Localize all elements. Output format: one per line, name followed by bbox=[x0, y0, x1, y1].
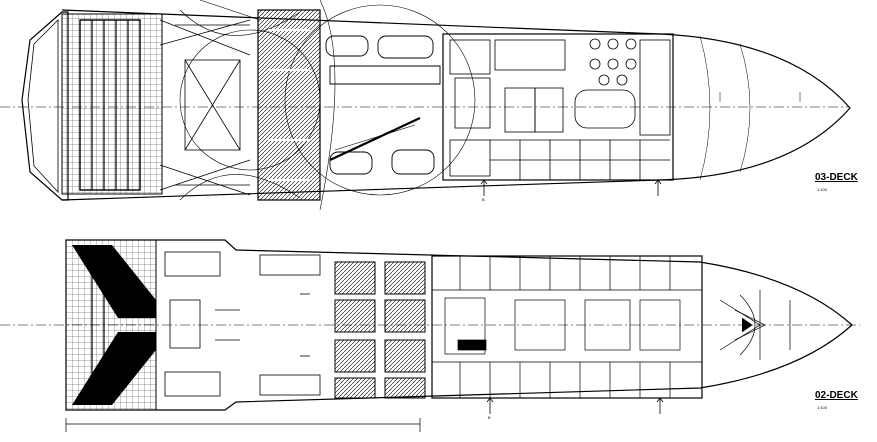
deck-03-scale: 1:100 bbox=[817, 187, 828, 192]
superstructure-03 bbox=[442, 33, 674, 181]
deck-03-plan bbox=[0, 0, 851, 211]
deck-02-plan bbox=[0, 239, 860, 432]
hull-outline-03 bbox=[61, 9, 851, 201]
lifeboats-03 bbox=[325, 35, 441, 175]
cabin-partitions-03 bbox=[449, 39, 671, 180]
crane-swing-arcs-03 bbox=[179, 0, 476, 211]
cabins-02 bbox=[432, 256, 702, 398]
hull-outline-02 bbox=[65, 239, 853, 411]
deck-02-scale: 1:100 bbox=[817, 405, 828, 410]
aft-deck-grid-03 bbox=[61, 13, 163, 195]
winch-block-03 bbox=[257, 9, 321, 201]
aft-deck-ramps-02 bbox=[72, 245, 156, 405]
deck-truss-03 bbox=[159, 19, 251, 196]
container-stacks-02 bbox=[334, 261, 426, 399]
section-marker-03-a: B bbox=[482, 197, 485, 202]
deck-03-label: 03-DECK bbox=[815, 172, 858, 183]
cargo-deck-02 bbox=[164, 251, 321, 397]
bow-structure-02 bbox=[719, 290, 791, 360]
accommodation-02 bbox=[431, 255, 703, 399]
deck-02-label: 02-DECK bbox=[815, 390, 858, 401]
mess-tables-03 bbox=[589, 38, 637, 86]
section-marker-02-a: B bbox=[488, 415, 491, 420]
dimension-line-02 bbox=[65, 418, 421, 432]
